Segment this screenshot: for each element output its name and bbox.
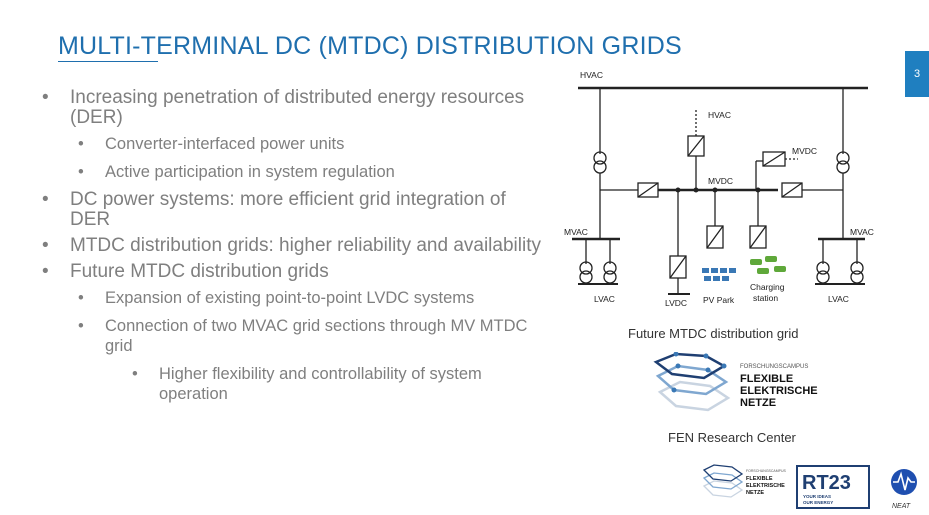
footer-logos: FORSCHUNGSCAMPUS FLEXIBLE ELEKTRISCHE NE… <box>702 464 917 510</box>
bullet-item: •Active participation in system regulati… <box>78 163 395 181</box>
fen-logo: FORSCHUNGSCAMPUS FLEXIBLE ELEKTRISCHE NE… <box>653 352 818 412</box>
label-charging: Charging <box>750 282 785 292</box>
neat-logo: NEAT <box>891 469 917 510</box>
svg-text:OUR ENERGY: OUR ENERGY <box>803 500 833 505</box>
label-mvdc-right: MVDC <box>792 146 817 156</box>
svg-text:ELEKTRISCHE: ELEKTRISCHE <box>746 483 785 489</box>
svg-text:FORSCHUNGSCAMPUS: FORSCHUNGSCAMPUS <box>746 469 787 473</box>
bullet-item: •DC power systems: more efficient grid i… <box>42 189 506 230</box>
svg-text:ELEKTRISCHE: ELEKTRISCHE <box>740 385 818 397</box>
svg-text:FLEXIBLE: FLEXIBLE <box>740 373 793 385</box>
bullet-item: •Converter-interfaced power units <box>78 135 345 153</box>
label-mvdc-bus: MVDC <box>708 176 733 186</box>
label-hvac-top: HVAC <box>580 70 603 80</box>
page-number-badge: 3 <box>905 51 929 97</box>
diagram-caption: Future MTDC distribution grid <box>628 326 799 341</box>
title-underline <box>58 61 158 62</box>
svg-text:NETZE: NETZE <box>740 397 776 409</box>
label-pv-park: PV Park <box>703 295 735 305</box>
slide-title: MULTI-TERMINAL DC (MTDC) DISTRIBUTION GR… <box>58 32 682 60</box>
pv-panel-icon <box>702 268 736 281</box>
bullet-item: •Higher flexibility and controllability … <box>132 365 482 403</box>
label-mvac-right: MVAC <box>850 227 874 237</box>
car-icon <box>750 256 786 274</box>
rt23-logo: RT23 YOUR IDEAS OUR ENERGY <box>796 465 870 509</box>
label-lvdc: LVDC <box>665 298 687 308</box>
svg-text:FLEXIBLE: FLEXIBLE <box>746 476 773 482</box>
fen-caption: FEN Research Center <box>668 430 796 445</box>
svg-text:NETZE: NETZE <box>746 490 764 496</box>
svg-text:RT23: RT23 <box>802 472 851 494</box>
label-lvac-right: LVAC <box>828 294 849 304</box>
label-hvac-inner: HVAC <box>708 110 731 120</box>
mtdc-grid-diagram: HVAC HVAC MVDC MVDC MVAC MVAC LVAC LVAC … <box>564 70 874 308</box>
bullet-item: •Expansion of existing point-to-point LV… <box>78 289 475 307</box>
label-station: station <box>753 293 778 303</box>
bullet-item: •Increasing penetration of distributed e… <box>42 87 525 128</box>
bullet-item: •MTDC distribution grids: higher reliabi… <box>42 235 541 256</box>
label-mvac-left: MVAC <box>564 227 588 237</box>
svg-text:YOUR IDEAS: YOUR IDEAS <box>803 494 831 499</box>
svg-text:NEAT: NEAT <box>892 503 911 510</box>
bullet-item: •Future MTDC distribution grids <box>42 261 329 282</box>
fen-small-logo: FORSCHUNGSCAMPUS FLEXIBLE ELEKTRISCHE NE… <box>702 464 787 498</box>
label-lvac-left: LVAC <box>594 294 615 304</box>
bullet-list: •Increasing penetration of distributed e… <box>42 88 542 410</box>
svg-text:FORSCHUNGSCAMPUS: FORSCHUNGSCAMPUS <box>740 364 808 370</box>
bullet-item: •Connection of two MVAC grid sections th… <box>78 317 528 355</box>
